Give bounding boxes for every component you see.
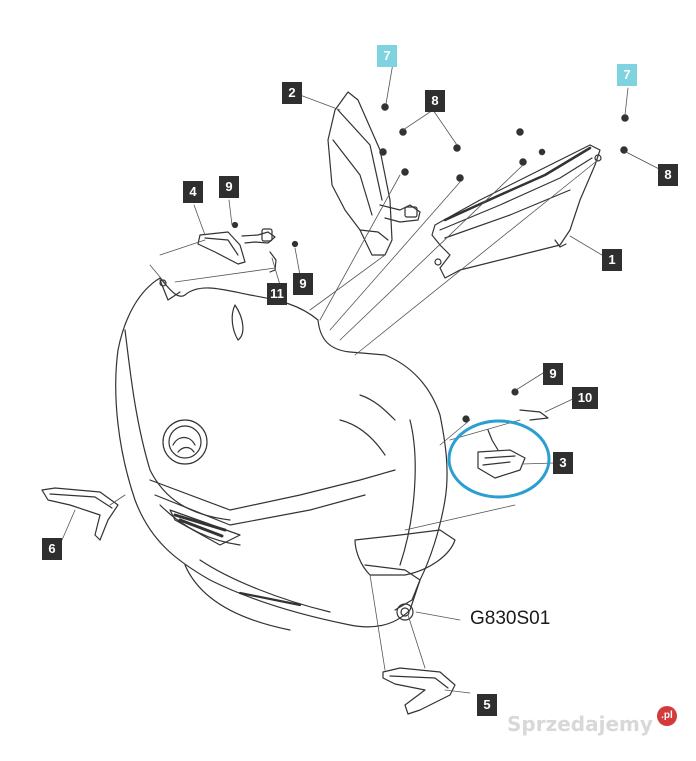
- side-panel-1: [431, 144, 602, 279]
- highlight-ring: [447, 419, 551, 499]
- indicator-4: [197, 221, 299, 273]
- callout-9-mid: 9: [293, 273, 313, 295]
- callout-3: 3: [553, 452, 573, 474]
- drawing-code: G830S01: [470, 608, 551, 629]
- callout-8-top: 8: [425, 90, 445, 112]
- side-panel-2: [327, 91, 421, 256]
- callout-8-right: 8: [658, 164, 678, 186]
- callout-7-left: 7: [377, 45, 397, 67]
- callout-11: 11: [267, 283, 287, 305]
- leader-lines: [61, 62, 666, 694]
- watermark-badge: .pl: [657, 706, 677, 726]
- callout-6: 6: [42, 538, 62, 560]
- callout-9-top: 9: [219, 176, 239, 198]
- callout-9-right: 9: [543, 363, 563, 385]
- callout-4: 4: [183, 181, 203, 203]
- callout-10: 10: [572, 387, 598, 409]
- reflector-5: [382, 667, 456, 715]
- callout-5: 5: [477, 694, 497, 716]
- callout-7-right: 7: [617, 64, 637, 86]
- callout-2: 2: [282, 82, 302, 104]
- callout-1: 1: [602, 249, 622, 271]
- indicator-3: [462, 388, 549, 479]
- watermark-text: Sprzedajemy: [507, 712, 653, 736]
- front-fairing: [115, 277, 456, 631]
- fasteners: [379, 103, 629, 182]
- reflector-6: [41, 487, 119, 541]
